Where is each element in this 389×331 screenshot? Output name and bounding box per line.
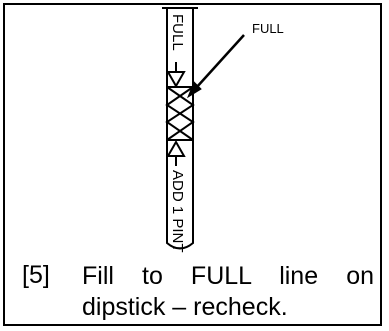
callout-leader <box>186 34 245 99</box>
add-mark-arrow <box>166 139 186 166</box>
instruction-line-2: dipstick – recheck. <box>82 293 288 321</box>
instruction-line-1: Fill to FULL line on <box>82 262 374 290</box>
dipstick-outline <box>166 8 194 250</box>
dipstick-diagram: FULL ADD 1 PINT FULL <box>162 7 284 253</box>
full-mark-arrow <box>166 62 186 89</box>
dipstick-label-bottom: ADD 1 PINT <box>169 170 186 253</box>
instruction-text: Fill to FULL line on dipstick – recheck. <box>82 261 374 323</box>
step-number: [5] <box>22 261 50 289</box>
dipstick-label-top: FULL <box>169 14 186 51</box>
crosshatch-zone <box>165 86 195 141</box>
callout-label-full: FULL <box>252 21 284 36</box>
